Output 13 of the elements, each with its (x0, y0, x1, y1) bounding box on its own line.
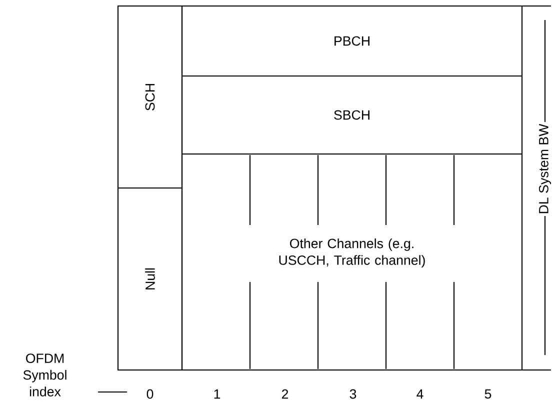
symbol-index: 2 (282, 389, 288, 399)
dimension-label: DL System BW (538, 124, 552, 214)
channel-box: PBCH (181, 5, 523, 77)
channel-box: SBCH (181, 75, 523, 155)
axis-title: OFDM Symbol index (23, 354, 66, 396)
symbol-index: 5 (484, 389, 492, 399)
symbol-index: 1 (214, 389, 220, 399)
symbol-index: 0 (146, 389, 154, 399)
symbol-index: 4 (416, 389, 424, 399)
channel-box: SCH (117, 5, 183, 189)
channel-box: Other Channels (e.g. USCCH, Traffic channel) (181, 153, 523, 371)
symbol-index: 3 (350, 389, 356, 399)
channel-box: Null (117, 187, 183, 371)
